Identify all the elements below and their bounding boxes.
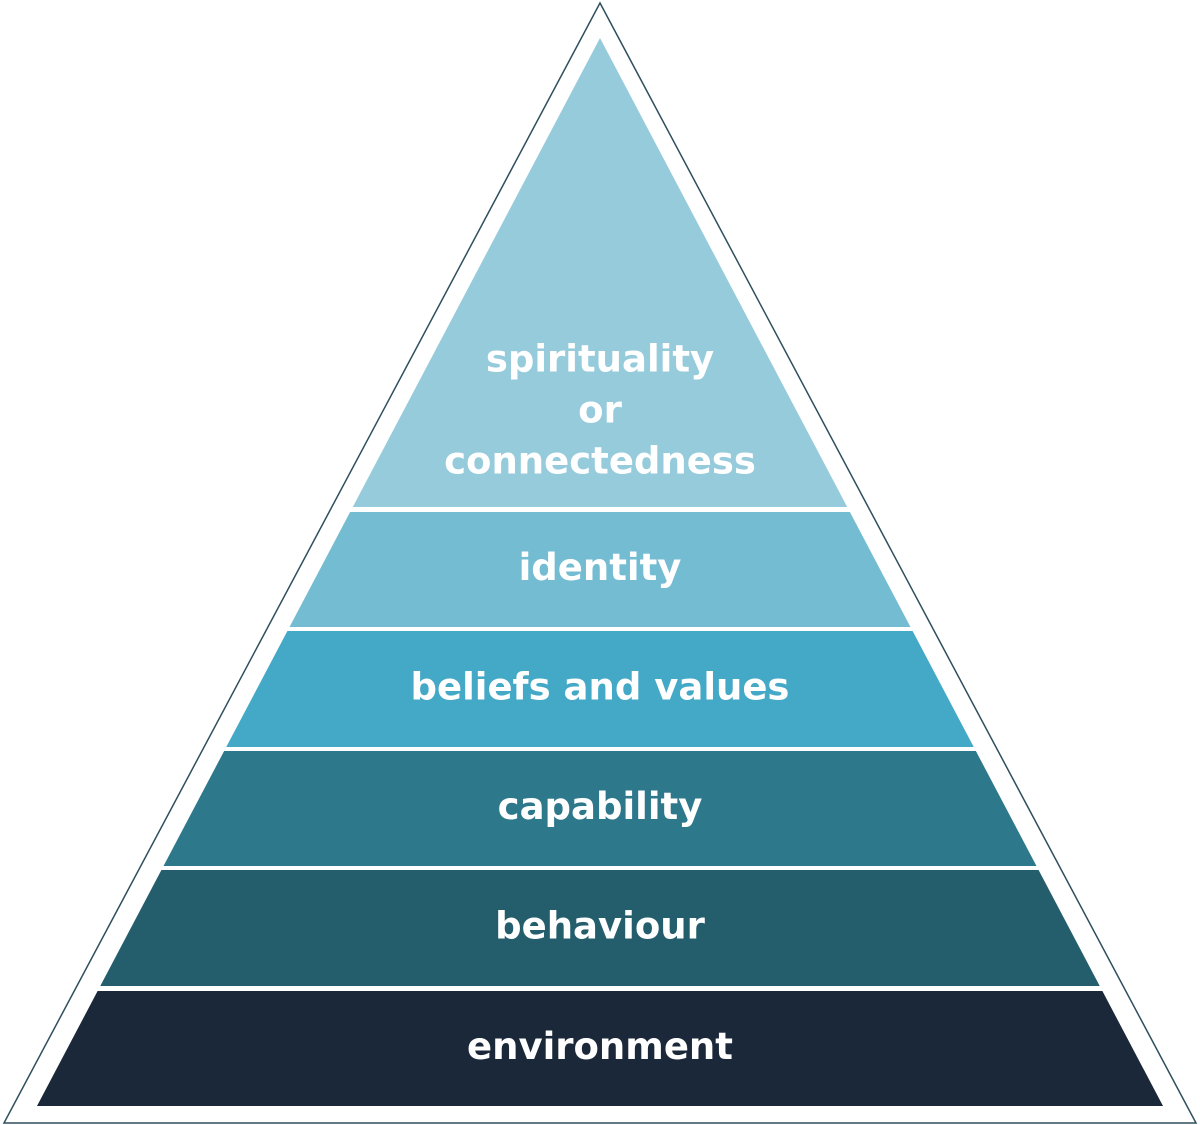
pyramid-level-label: identity <box>519 546 682 589</box>
pyramid-level-label: behaviour <box>495 905 705 948</box>
pyramid-level-label: beliefs and values <box>411 666 790 709</box>
pyramid-levels: spirituality or connectedness identity belie… <box>37 38 1163 1106</box>
pyramid-level-5 <box>37 991 1163 1106</box>
pyramid-level-label: capability <box>498 785 703 828</box>
pyramid-level-4 <box>100 870 1100 986</box>
pyramid-level-label: or <box>578 389 622 432</box>
pyramid-level-label: connectedness <box>444 440 756 483</box>
pyramid-level-label: spirituality <box>486 338 714 381</box>
pyramid-level-0 <box>352 38 848 507</box>
pyramid-level-2 <box>226 631 974 747</box>
pyramid-level-label: environment <box>467 1025 733 1068</box>
pyramid-level-3 <box>163 751 1037 866</box>
pyramid-level-1 <box>289 512 911 627</box>
